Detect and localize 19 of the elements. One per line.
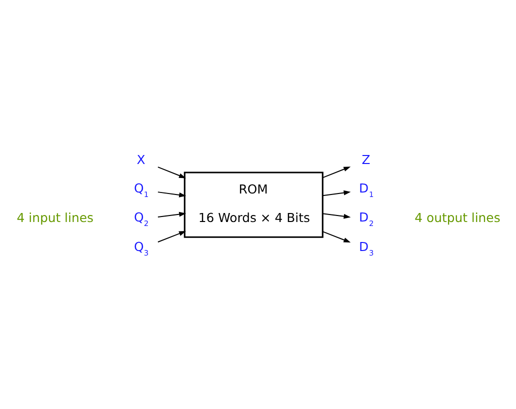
arrow — [322, 190, 351, 196]
arrow — [157, 192, 186, 198]
node-text: D$_{2}$ — [359, 210, 374, 228]
node-text: Q$_{3}$ — [134, 238, 149, 258]
label: 4 input lines — [16, 210, 94, 226]
node-text: Q$_{2}$ — [134, 210, 149, 228]
node-text: X — [136, 152, 146, 167]
node-text: D$_{3}$ — [359, 238, 374, 258]
node-box: ROM 16 Words × 4 Bits — [184, 172, 324, 238]
arrow — [157, 166, 186, 178]
arrow — [322, 166, 351, 178]
arrow — [322, 213, 351, 219]
arrow — [157, 231, 186, 242]
label: 4 output lines — [414, 210, 500, 226]
node-text: D$_{1}$ — [359, 180, 374, 199]
arrow — [322, 231, 351, 242]
arrow — [157, 212, 186, 218]
node-text: Q$_{1}$ — [134, 180, 149, 199]
node-text: Z — [362, 152, 370, 167]
